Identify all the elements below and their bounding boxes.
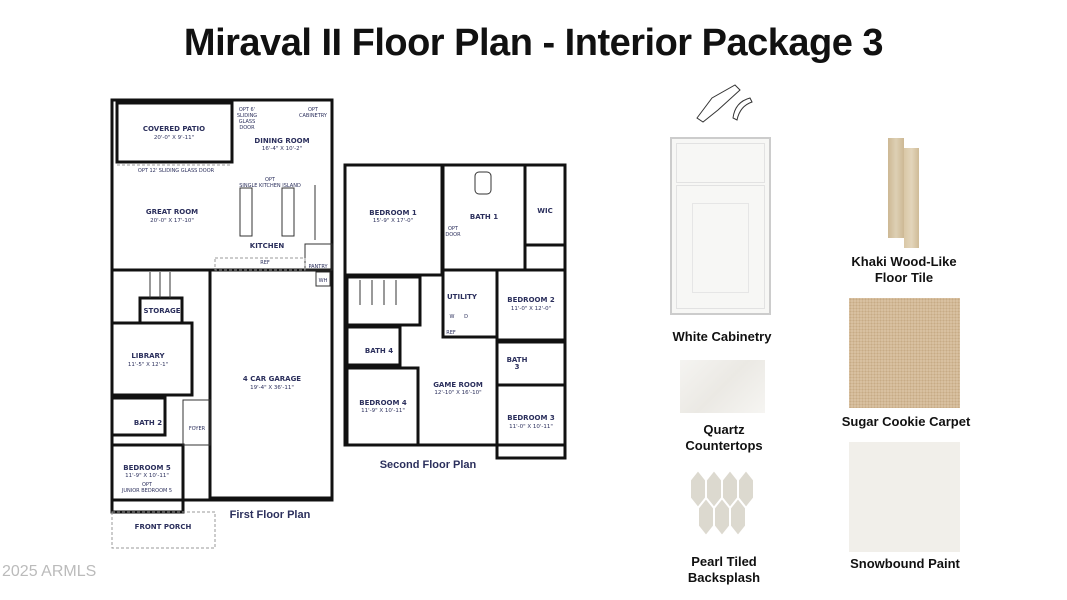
room-label: OPT 6' — [239, 107, 255, 113]
room-label: BATH 1 — [470, 213, 498, 221]
white-cabinetry-swatch — [670, 137, 771, 315]
room-label: OPT — [142, 482, 153, 488]
room-label: STORAGE — [143, 307, 180, 315]
room-label: 11'-9" X 10'-11" — [125, 473, 169, 479]
room-label: 20'-0" X 17'-10" — [150, 218, 194, 224]
bath-2 — [110, 396, 167, 437]
carpet-label: Sugar Cookie Carpet — [841, 414, 971, 429]
second-floor-caption: Second Floor Plan — [380, 459, 477, 471]
room-label: BEDROOM 4 — [359, 399, 407, 407]
room-label: JUNIOR BEDROOM 5 — [121, 488, 172, 494]
sugar-cookie-carpet-swatch — [849, 298, 960, 408]
front-porch — [111, 511, 216, 549]
library — [110, 321, 194, 397]
room-label: GLASS — [239, 119, 256, 125]
room-label: 19'-4" X 36'-11" — [250, 385, 294, 391]
pearl-backsplash-swatch — [690, 470, 755, 538]
room-label: BEDROOM 2 — [507, 296, 555, 304]
room-label: BATH — [507, 356, 528, 364]
first-floor-plan: COVERED PATIO 20'-0" X 9'-11" OPT 6' SLI… — [110, 98, 334, 549]
paint-label: Snowbound Paint — [850, 556, 960, 571]
backsplash-label-line2: Backsplash — [687, 570, 761, 585]
room-label: SLIDING — [237, 113, 257, 119]
room-label: DOOR — [445, 232, 461, 238]
bedroom-2 — [495, 268, 567, 342]
room-label: GAME ROOM — [433, 381, 483, 389]
room-label: OPT — [448, 226, 459, 232]
room-label: BATH 2 — [134, 419, 162, 427]
quartz-label-line2: Countertops — [685, 438, 763, 453]
room-label: COVERED PATIO — [143, 125, 205, 133]
room-label: OPT 12' SLIDING GLASS DOOR — [138, 168, 215, 174]
room-label: PANTRY — [308, 264, 328, 270]
first-floor-caption: First Floor Plan — [230, 509, 311, 521]
room-label: REF — [446, 330, 456, 336]
room-label: BEDROOM 5 — [123, 464, 171, 472]
room-label: WH — [319, 278, 328, 284]
room-label: W — [450, 314, 455, 320]
room-label: FOYER — [189, 426, 206, 432]
room-label: 4 CAR GARAGE — [243, 375, 301, 383]
room-label: SINGLE KITCHEN ISLAND — [239, 183, 301, 189]
watermark: 2025 ARMLS — [2, 563, 97, 580]
utility — [441, 268, 499, 339]
room-label: WIC — [537, 207, 552, 215]
room-label: BEDROOM 3 — [507, 414, 555, 422]
second-floor-plan: BEDROOM 1 15'-9" X 17'-0" BATH 1 WIC OPT… — [343, 163, 567, 471]
room-label: UTILITY — [447, 293, 478, 301]
room-label: LIBRARY — [131, 352, 165, 360]
quartz-countertop-swatch — [680, 360, 765, 413]
room-label: BEDROOM 1 — [369, 209, 417, 217]
page-title: Miraval II Floor Plan - Interior Package… — [183, 22, 884, 64]
backsplash-label-line1: Pearl Tiled — [691, 554, 757, 569]
bedroom-4 — [345, 366, 420, 447]
room-label: FRONT PORCH — [135, 523, 192, 531]
khaki-wood-tile-swatch — [888, 138, 904, 238]
khaki-tile-label-line1: Khaki Wood-Like — [851, 254, 957, 269]
room-label: REF — [260, 260, 270, 266]
room-label: 11'-0" X 12'-0" — [511, 306, 551, 312]
wic — [523, 163, 567, 247]
khaki-tile-label-line2: Floor Tile — [874, 270, 934, 285]
khaki-wood-tile-swatch-plank — [904, 148, 919, 248]
room-label: 20'-0" X 9'-11" — [154, 135, 194, 141]
garage — [208, 268, 334, 500]
room-label: DINING ROOM — [254, 137, 309, 145]
room-label: OPT — [265, 177, 276, 183]
white-cabinetry-label: White Cabinetry — [672, 329, 772, 344]
room-label: CABINETRY — [299, 113, 328, 119]
room-label: OPT — [308, 107, 319, 113]
room-label: GREAT ROOM — [146, 208, 198, 216]
room-label: 3 — [515, 363, 520, 371]
room-label: KITCHEN — [250, 242, 285, 250]
room-label: D — [464, 314, 468, 320]
bath-3 — [495, 340, 567, 387]
crown-molding-icon — [696, 84, 753, 123]
room-label: 15'-9" X 17'-0" — [373, 218, 413, 224]
room-label: DOOR — [239, 125, 255, 131]
room-label: 11'-9" X 10'-11" — [361, 408, 405, 414]
room-label: 11'-0" X 10'-11" — [509, 424, 553, 430]
room-label: 11'-5" X 12'-1" — [128, 362, 168, 368]
quartz-label-line1: Quartz — [703, 422, 745, 437]
room-label: 12'-10" X 16'-10" — [434, 390, 481, 396]
covered-patio — [115, 101, 234, 164]
room-label: BATH 4 — [365, 347, 393, 355]
room-label: 16'-4" X 10'-2" — [262, 146, 302, 152]
snowbound-paint-swatch — [849, 442, 960, 552]
bath-4 — [345, 325, 402, 367]
